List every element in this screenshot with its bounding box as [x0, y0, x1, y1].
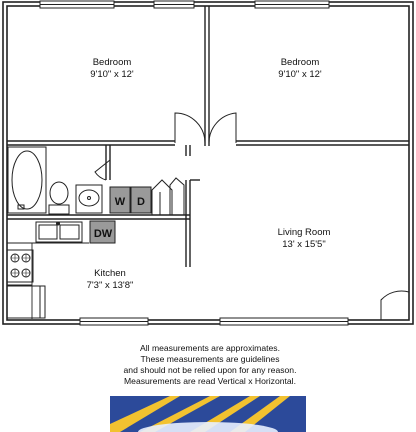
bedroom-right-name: Bedroom	[281, 57, 320, 68]
measurement-disclaimer: All measurements are approximates. These…	[60, 343, 360, 387]
windows	[39, 0, 349, 326]
bedroom-left-name: Bedroom	[93, 57, 132, 68]
refrigerator	[6, 285, 46, 319]
washer	[109, 186, 131, 214]
living-room-size: 13' x 15'5"	[282, 239, 325, 250]
bedroom-left-size: 9'10" x 12'	[90, 69, 134, 80]
toilet	[48, 181, 70, 215]
company-logo	[110, 396, 306, 432]
disclaimer-line-3: and should not be relied upon for any re…	[123, 365, 297, 375]
disclaimer-line-4: Measurements are read Vertical x Horizon…	[124, 376, 296, 386]
outer-walls	[2, 1, 414, 325]
dishwasher: DW	[89, 220, 116, 244]
kitchen-sink	[35, 221, 83, 243]
interior-walls	[7, 6, 409, 267]
dryer	[130, 186, 152, 214]
bedroom-right-size: 9'10" x 12'	[278, 69, 322, 80]
dishwasher-label: DW	[94, 228, 113, 240]
washer-dryer: W D	[109, 186, 152, 214]
washer-label: W	[115, 196, 126, 208]
door-swings	[94, 112, 410, 321]
disclaimer-line-1: All measurements are approximates.	[140, 343, 280, 353]
living-room-name: Living Room	[278, 227, 331, 238]
kitchen-name: Kitchen	[94, 268, 126, 279]
disclaimer-line-2: These measurements are guidelines	[140, 354, 280, 364]
stove	[6, 249, 34, 283]
bathroom-sink	[75, 184, 103, 214]
dryer-label: D	[137, 196, 145, 208]
kitchen-size: 7'3" x 13'8"	[87, 280, 134, 291]
kitchen-counters	[7, 242, 89, 319]
bathtub	[7, 146, 47, 214]
